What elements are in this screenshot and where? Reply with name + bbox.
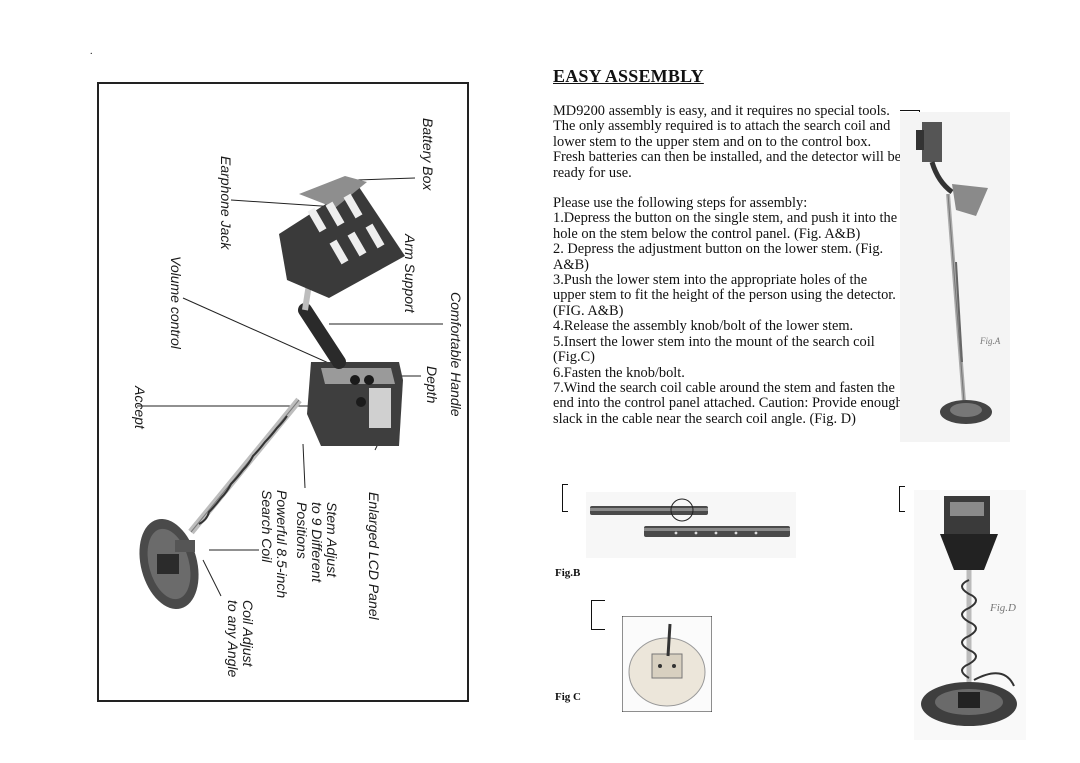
assembly-step: 3.Push the lower stem into the appropria… bbox=[553, 272, 896, 319]
fig-a-label: Fig.A bbox=[980, 336, 1001, 346]
label-earphone-jack: Earphone Jack bbox=[218, 156, 234, 250]
label-comfortable-handle: Comfortable Handle bbox=[448, 292, 464, 417]
stray-mark: . bbox=[90, 46, 93, 57]
label-coil-adjust: Coil Adjust to any Angle bbox=[225, 600, 256, 678]
arm-support bbox=[279, 176, 405, 298]
fig-d-bracket bbox=[899, 486, 905, 512]
control-box bbox=[307, 362, 403, 446]
assembly-step: 6.Fasten the knob/bolt. bbox=[553, 364, 685, 381]
fig-b-label: Fig.B bbox=[555, 567, 581, 579]
stem bbox=[188, 397, 302, 535]
assembly-step: 7.Wind the search coil cable around the … bbox=[553, 379, 903, 427]
label-stem-adjust: Stem Adjust to 9 Different Positions bbox=[294, 502, 340, 583]
label-arm-support: Arm Support bbox=[402, 234, 418, 313]
fig-b-bracket bbox=[562, 484, 568, 512]
detector-diagram-panel: Battery Box Earphone Jack Arm Support Vo… bbox=[97, 82, 469, 702]
fig-c-image bbox=[622, 616, 712, 712]
label-powerful-coil: Powerful 8.5-inch Search Coil bbox=[259, 490, 290, 599]
steps-intro: Please use the following steps for assem… bbox=[553, 195, 808, 212]
label-accept: Accept bbox=[132, 386, 148, 429]
intro-paragraph: The only assembly required is to attach … bbox=[553, 118, 902, 181]
fig-b-image bbox=[586, 492, 796, 558]
fig-c-bracket bbox=[591, 600, 605, 630]
fig-c-label: Fig C bbox=[555, 691, 581, 703]
fig-d-label: Fig.D bbox=[990, 602, 1016, 614]
assembly-step: 2. Depress the adjustment button on the … bbox=[553, 241, 884, 273]
section-heading: EASY ASSEMBLY bbox=[553, 66, 704, 86]
assembly-step: 1.Depress the button on the single stem,… bbox=[553, 210, 898, 242]
label-enlarged-lcd-panel: Enlarged LCD Panel bbox=[366, 492, 382, 620]
label-depth: Depth bbox=[424, 366, 440, 404]
intro-paragraph: MD9200 assembly is easy, and it requires… bbox=[553, 103, 890, 119]
detector-diagram bbox=[137, 176, 443, 610]
assembly-step: 5.Insert the lower stem into the mount o… bbox=[553, 333, 875, 366]
assembly-step: 4.Release the assembly knob/bolt of the … bbox=[553, 318, 854, 335]
handle bbox=[298, 283, 346, 369]
assembly-text: MD9200 assembly is easy, and it requires… bbox=[553, 103, 903, 427]
search-coil bbox=[139, 518, 199, 610]
fig-d-image bbox=[914, 490, 1026, 740]
label-volume-control: Volume control bbox=[168, 256, 184, 349]
fig-a-image bbox=[900, 112, 1010, 442]
label-battery-box: Battery Box bbox=[420, 118, 436, 191]
